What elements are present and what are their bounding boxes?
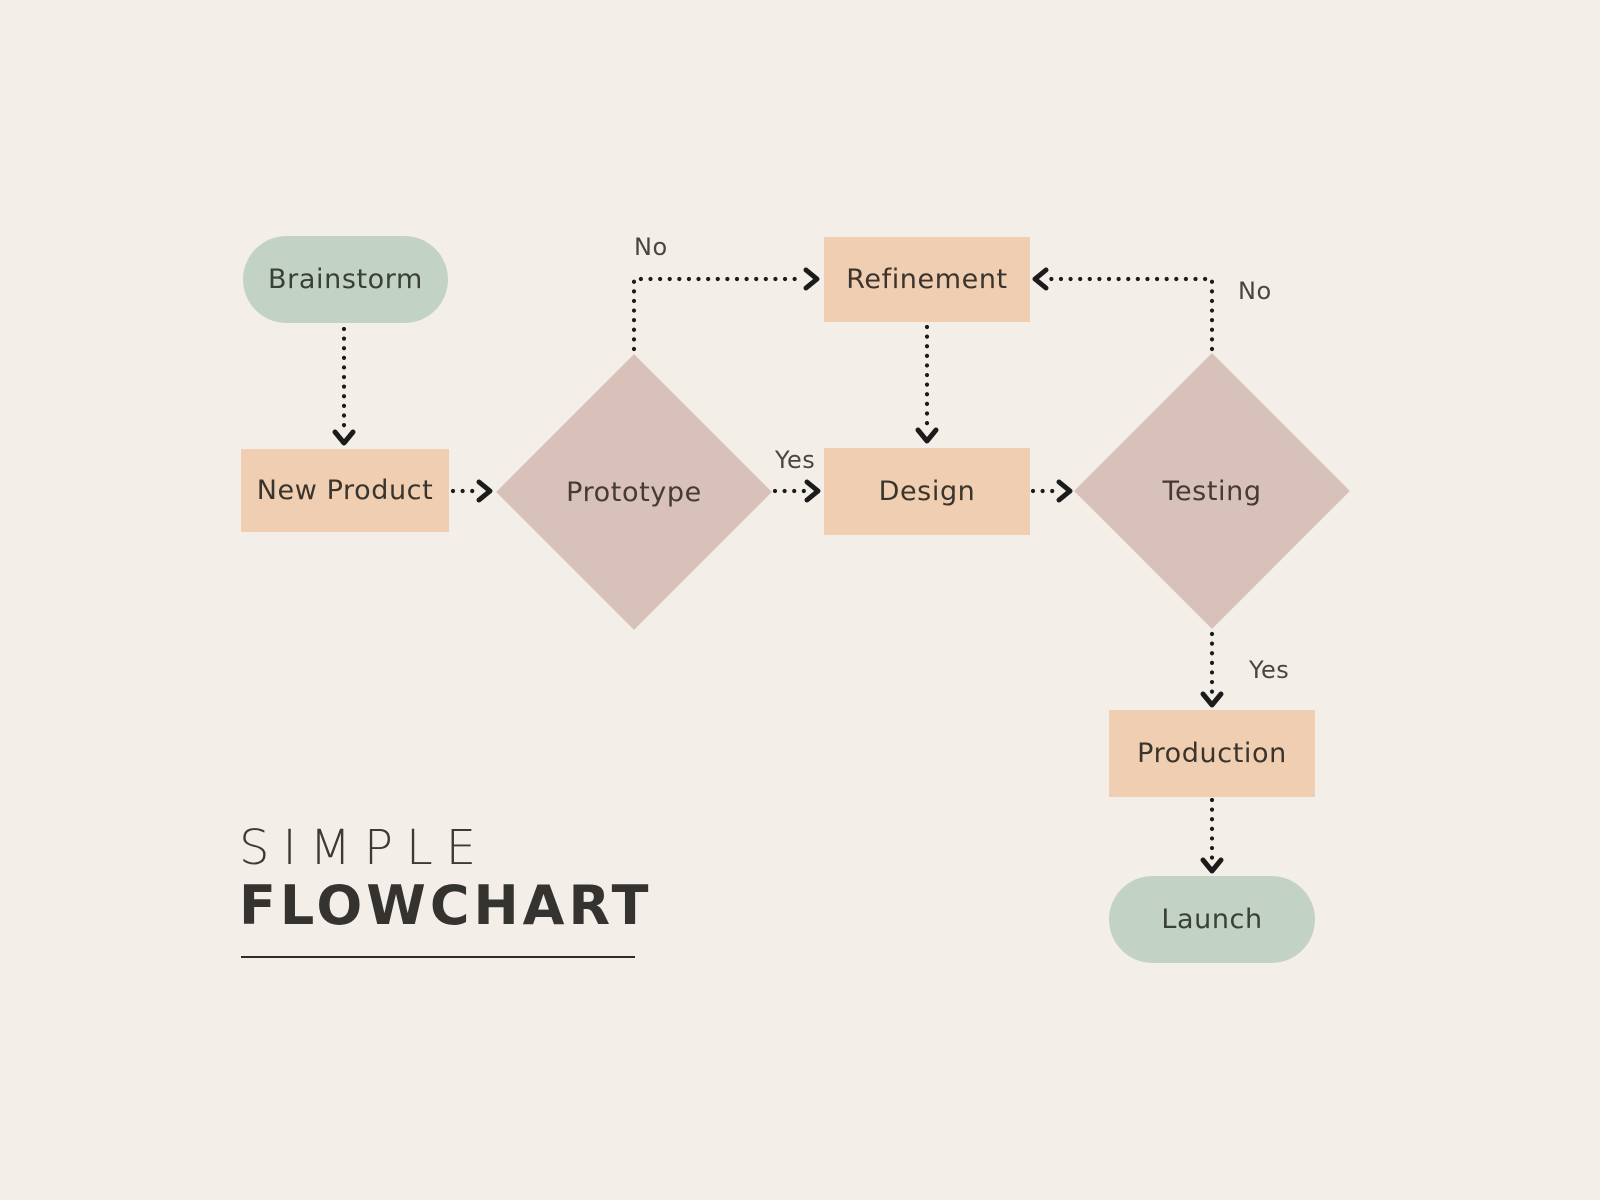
title-line-simple: SIMPLE	[239, 820, 490, 876]
arrowhead-right-icon	[804, 479, 821, 503]
node-launch-label: Launch	[1161, 904, 1263, 935]
node-refinement: Refinement	[824, 237, 1030, 322]
edge-prototype-to-refinement	[631, 267, 820, 352]
node-testing-label: Testing	[1162, 475, 1262, 507]
edge-refinement-to-design	[915, 324, 939, 444]
edge-label-testing-no: No	[1238, 277, 1272, 305]
node-production: Production	[1109, 710, 1315, 797]
node-prototype: Prototype	[496, 354, 772, 630]
title-line-flowchart: FLOWCHART	[239, 874, 653, 937]
arrowhead-left-icon	[1032, 267, 1049, 291]
edge-brainstorm-to-new-product	[332, 326, 356, 446]
node-production-label: Production	[1137, 738, 1287, 769]
arrowhead-down-icon	[915, 427, 939, 444]
node-prototype-label: Prototype	[566, 476, 702, 508]
edge-label-prototype-yes: Yes	[775, 446, 816, 474]
arrowhead-right-icon	[476, 479, 493, 503]
arrowhead-right-icon	[1056, 479, 1073, 503]
node-design-label: Design	[878, 476, 976, 507]
edge-production-to-launch	[1200, 797, 1224, 874]
edge-new-product-to-prototype	[450, 479, 493, 503]
arrowhead-right-icon	[803, 267, 820, 291]
edge-testing-to-refinement	[1032, 267, 1215, 352]
arrowhead-down-icon	[1200, 691, 1224, 708]
arrowhead-down-icon	[332, 429, 356, 446]
node-launch: Launch	[1109, 876, 1315, 963]
node-brainstorm: Brainstorm	[243, 236, 448, 323]
edge-testing-to-production	[1200, 631, 1224, 708]
edge-label-prototype-no: No	[634, 233, 668, 261]
edge-prototype-to-design	[772, 479, 821, 503]
node-new-product-label: New Product	[256, 475, 434, 506]
node-refinement-label: Refinement	[846, 264, 1008, 295]
node-new-product: New Product	[241, 449, 449, 532]
arrowhead-down-icon	[1200, 857, 1224, 874]
node-brainstorm-label: Brainstorm	[268, 264, 423, 295]
edge-design-to-testing	[1030, 479, 1073, 503]
title-underline	[241, 956, 635, 958]
node-testing: Testing	[1074, 353, 1350, 629]
node-design: Design	[824, 448, 1030, 535]
edge-label-testing-yes: Yes	[1249, 656, 1290, 684]
